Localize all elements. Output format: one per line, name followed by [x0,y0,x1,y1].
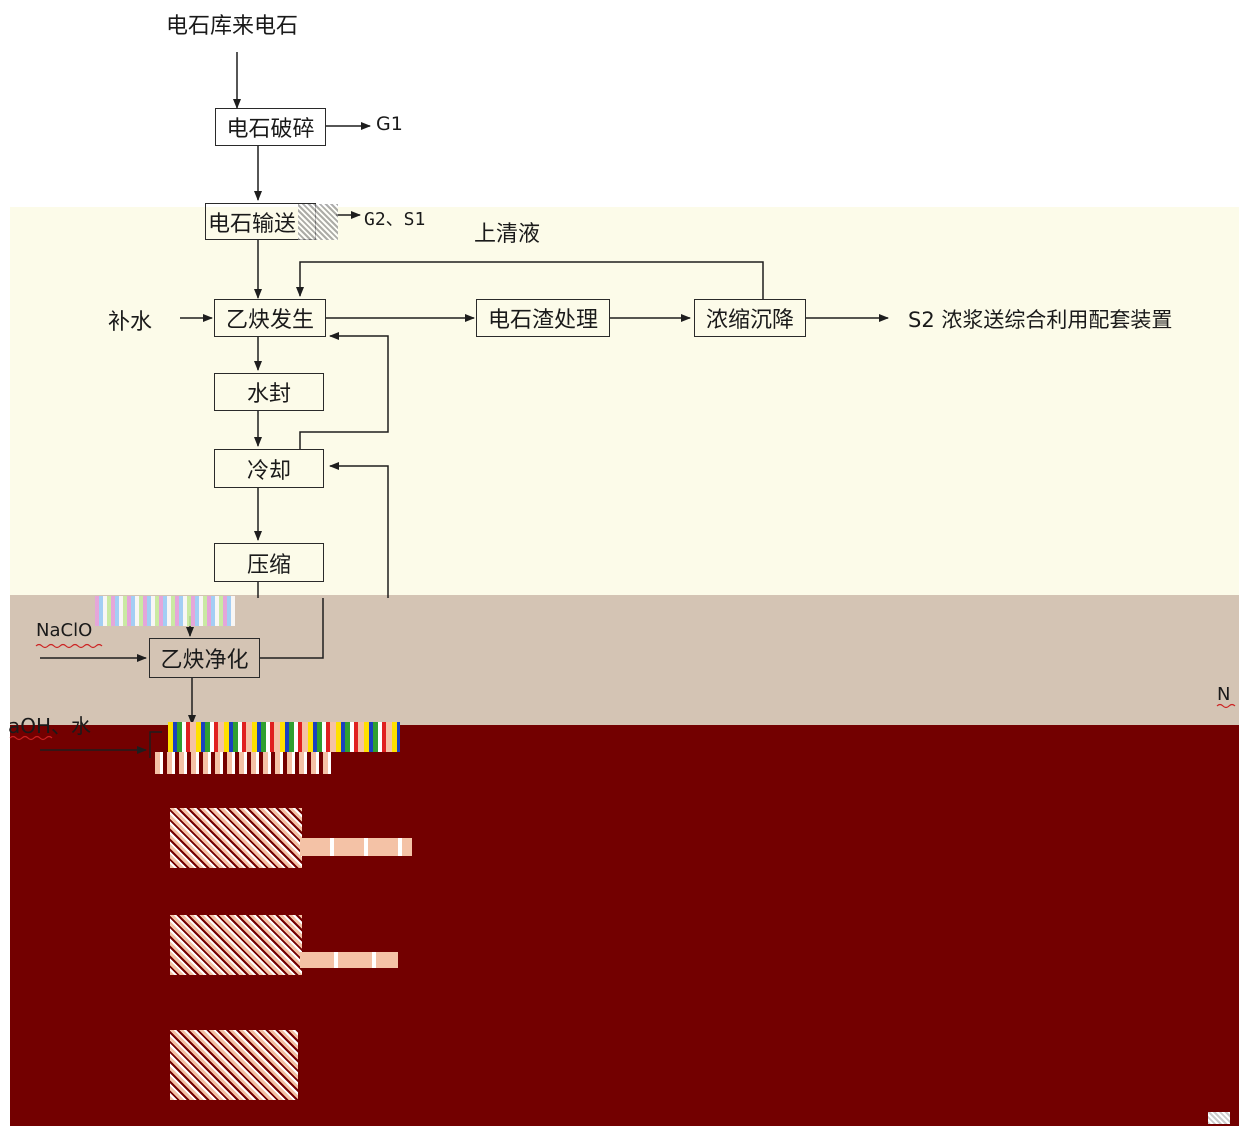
glitch-artifact-row3-bar [300,952,398,968]
glitch-artifact-row3 [170,915,302,975]
s2-output-label: S2 浓浆送综合利用配套装置 [908,308,1173,332]
crush-box: 电石破碎 [215,108,326,146]
supernatant-label: 上清液 [474,222,541,247]
glitch-artifact-row2-bar [300,838,412,856]
slag-treatment-box: 电石渣处理 [476,299,610,337]
makeup-water-label: 补水 [108,310,153,335]
compress-box: 压缩 [214,543,324,582]
glitch-artifact-row4 [170,1030,298,1100]
convey-box: 电石输送 [205,203,316,240]
naoh-water-label: aOH、水 [8,714,92,738]
generate-box: 乙炔发生 [214,299,326,337]
settle-box: 浓缩沉降 [694,299,806,337]
glitch-artifact-convey [298,204,338,240]
glitch-artifact-row2 [170,808,302,868]
glitch-artifact-corner [1208,1112,1230,1124]
right-edge-n-label: N [1217,684,1231,705]
glitch-artifact-row1b [155,752,335,774]
water-seal-box: 水封 [214,373,324,411]
glitch-artifact-taupe-top [95,596,235,626]
g2-s1-label: G2、S1 [364,209,426,230]
purify-box: 乙炔净化 [149,638,260,678]
source-label: 电石库来电石 [166,14,299,39]
cooling-box: 冷却 [214,449,324,488]
g1-label: G1 [376,113,403,135]
glitch-artifact-row1 [168,722,400,752]
naclo-label: NaClO [36,621,93,641]
